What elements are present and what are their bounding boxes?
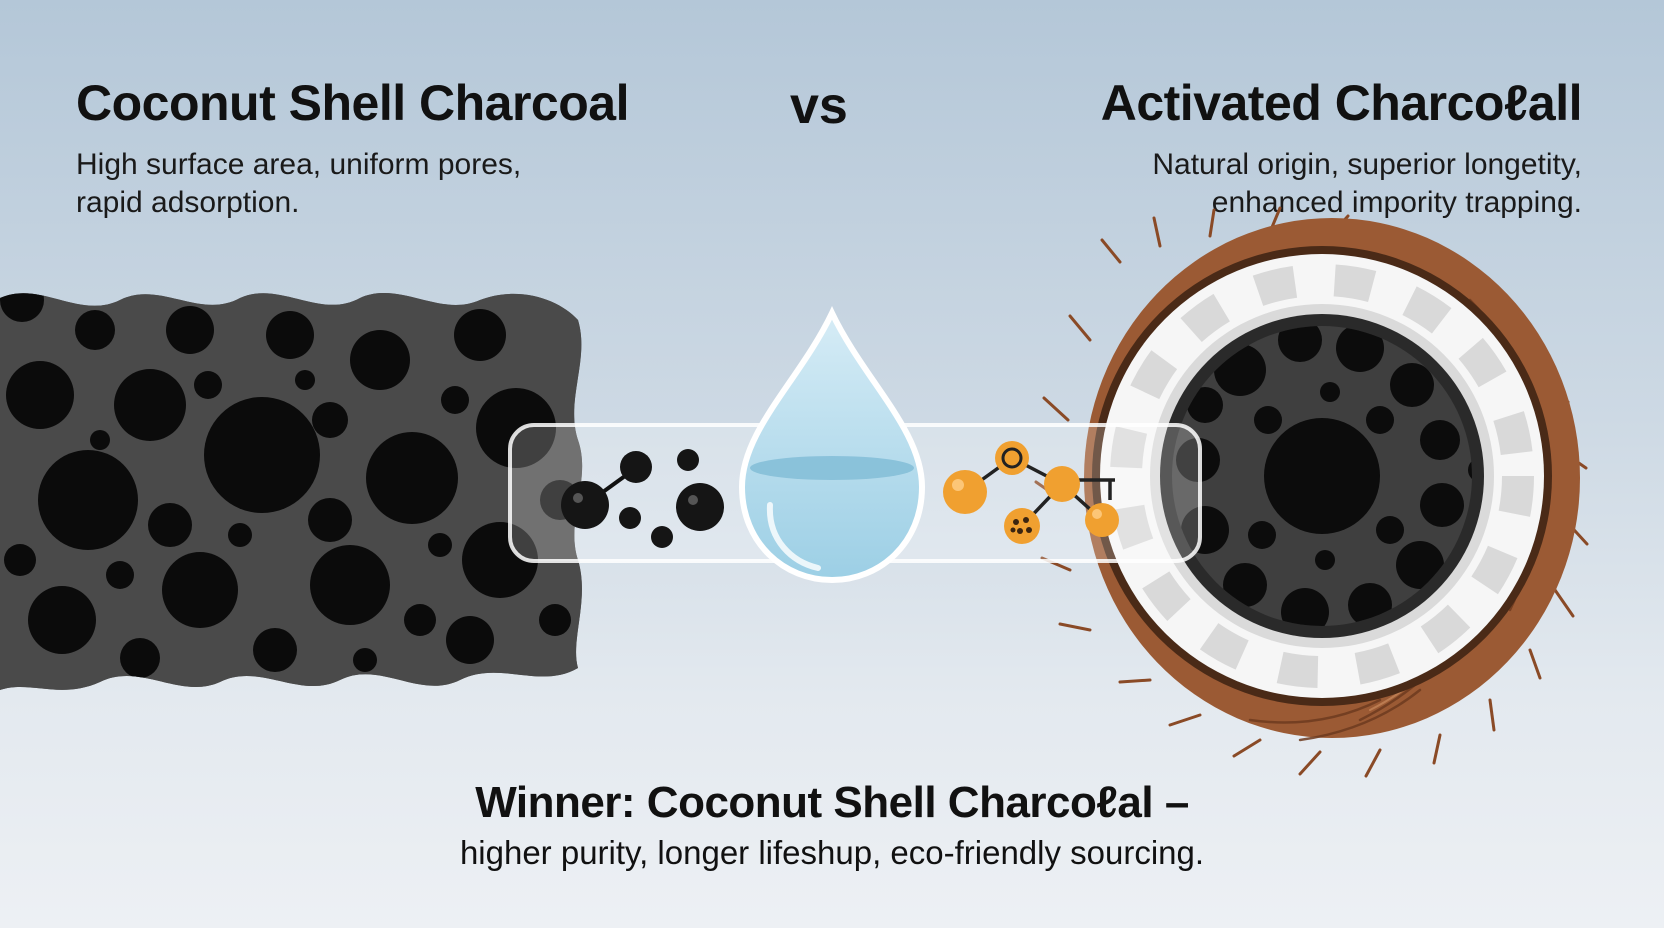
winner-subline: higher purity, longer lifeshup, eco-frie…	[459, 834, 1205, 871]
coconut-shell-charcoal-icon	[1034, 206, 1589, 778]
water-drop-icon	[738, 306, 926, 584]
orange-molecule-icon	[943, 441, 1119, 544]
winner-headline: Winner: Coconut Shell Charcoℓal –	[475, 778, 1189, 827]
right-description-line-2: enhanced impority trapping.	[1211, 186, 1582, 219]
porous-charcoal-block-icon	[0, 293, 583, 690]
right-description-line-1: Natural origin, superior longetity,	[1152, 148, 1582, 181]
left-title: Coconut Shell Charcoal	[76, 75, 629, 131]
black-particles-icon	[561, 449, 724, 548]
left-description: High surface area, uniform pores, rapid …	[76, 146, 521, 222]
right-title: Activated Charcoℓall	[1100, 75, 1583, 131]
left-description-line-1: High surface area, uniform pores,	[76, 148, 522, 181]
left-description-line-2: rapid adsorption.	[76, 186, 300, 219]
vs-label: vs	[790, 77, 848, 135]
right-description: Natural origin, superior longetity, enha…	[1152, 146, 1582, 222]
